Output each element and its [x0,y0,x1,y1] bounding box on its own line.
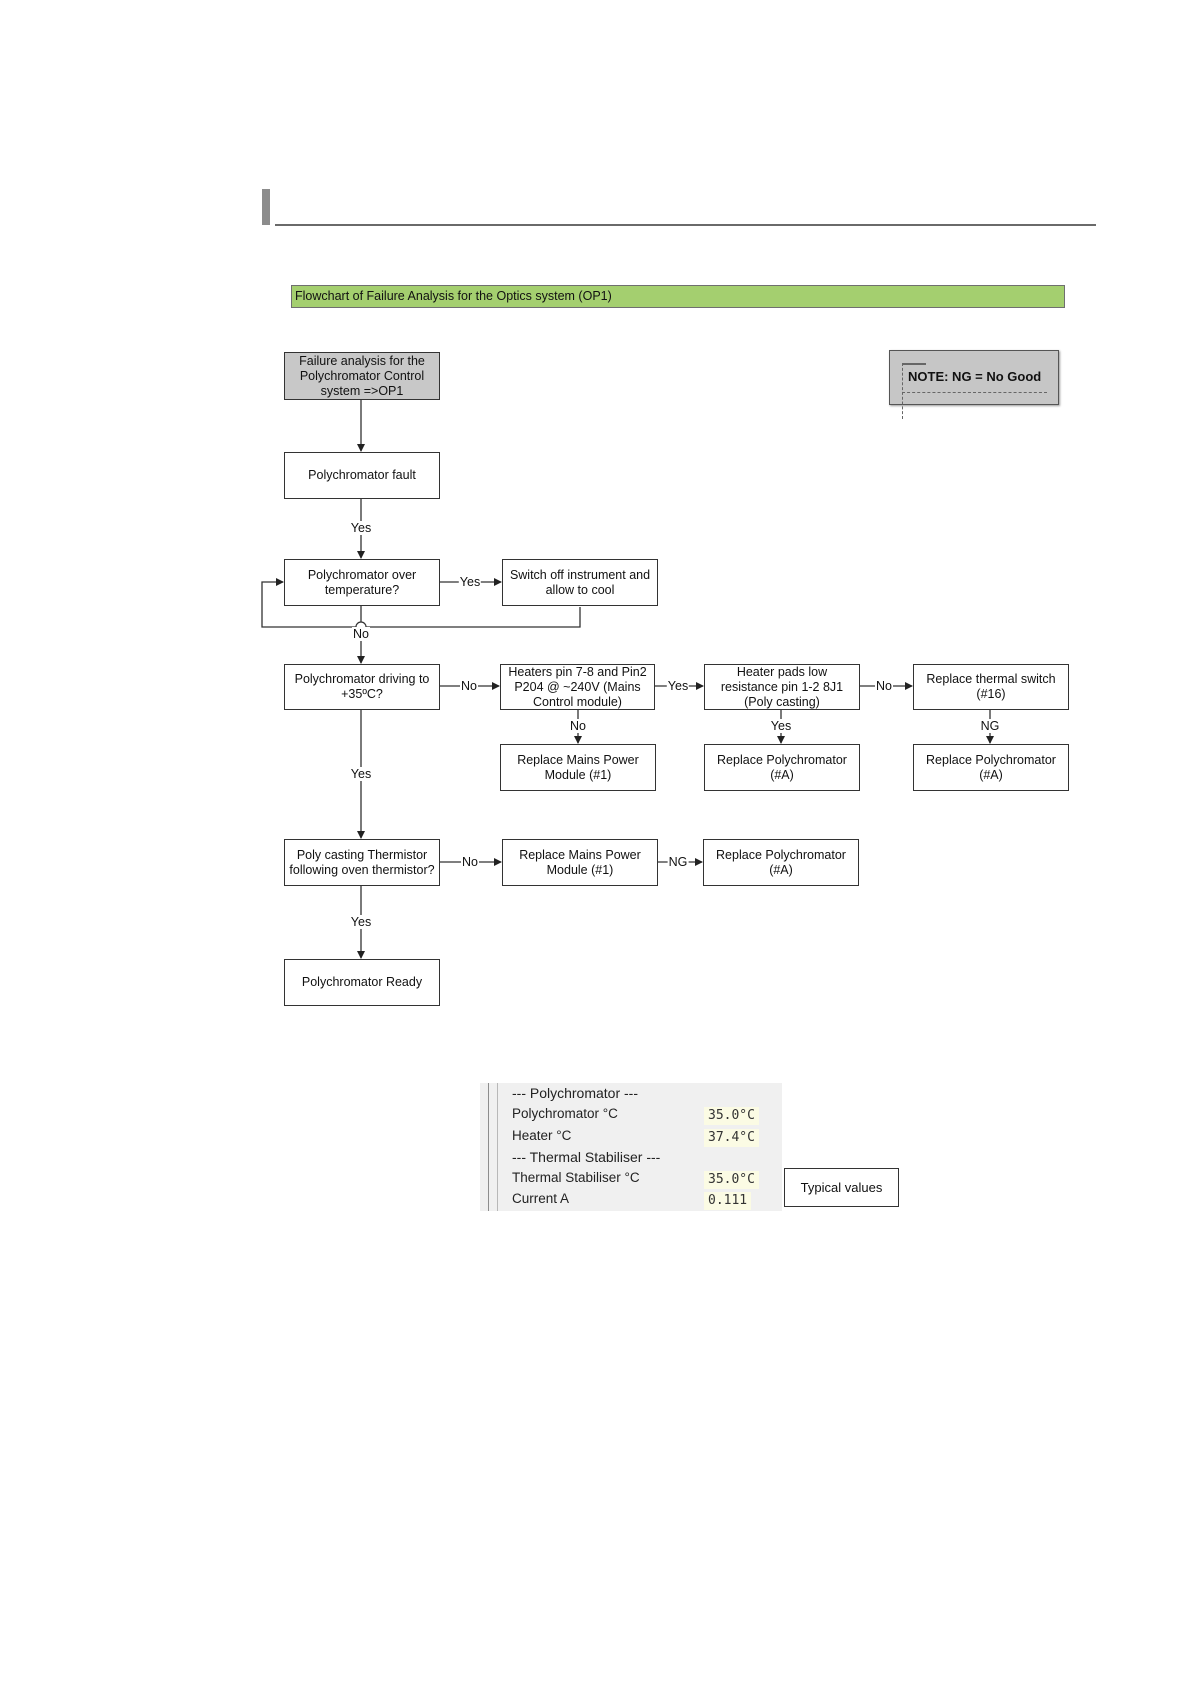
edge-label-thermistor-no: No [461,855,479,869]
header-marker [262,189,270,225]
node-over-temperature: Polychromator over temperature? [284,559,440,606]
edge-label-mains-ng: NG [667,855,689,869]
heater-temp-label: Heater °C [512,1128,572,1143]
typical-values-label: Typical values [784,1168,899,1207]
edge-label-driving-yes: Yes [349,767,373,781]
current-value: 0.111 [704,1192,752,1210]
edge-label-pads-no: No [875,679,893,693]
readout-panel: --- Polychromator --- Polychromator °C 3… [480,1083,782,1211]
node-replace-polychromator-1: Replace Polychromator (#A) [704,744,860,791]
note-dashed-vertical [902,363,905,419]
edge-loop-back [261,578,581,628]
edge-label-heaters-no: No [569,719,587,733]
panel-edge-line-inner [497,1083,498,1211]
node-replace-mains-2: Replace Mains Power Module (#1) [502,839,658,886]
node-switch-off: Switch off instrument and allow to cool [502,559,658,606]
note-dashed-horizontal [902,392,1047,393]
node-polychromator-fault: Polychromator fault [284,452,440,499]
edge-label-pads-yes: Yes [769,719,793,733]
thermal-stabiliser-section-label: --- Thermal Stabiliser --- [512,1149,661,1165]
node-replace-polychromator-3: Replace Polychromator (#A) [703,839,859,886]
flowchart-title: Flowchart of Failure Analysis for the Op… [291,285,1065,308]
edge-label-fault-yes: Yes [349,521,373,535]
node-replace-thermal-switch: Replace thermal switch (#16) [913,664,1069,710]
polychromator-temp-label: Polychromator °C [512,1106,618,1121]
node-replace-mains-1: Replace Mains Power Module (#1) [500,744,656,791]
note-bracket-line [902,363,926,365]
edge-label-heaters-yes: Yes [666,679,690,693]
node-start: Failure analysis for the Polychromator C… [284,352,440,400]
node-replace-polychromator-2: Replace Polychromator (#A) [913,744,1069,791]
node-heater-pads: Heater pads low resistance pin 1-2 8J1 (… [704,664,860,710]
panel-edge-line [488,1083,489,1211]
polychromator-temp-value: 35.0°C [704,1107,759,1125]
note-text: NOTE: NG = No Good [908,369,1042,384]
edge-label-driving-no: No [460,679,478,693]
note-box: NOTE: NG = No Good [889,350,1059,419]
heater-temp-value: 37.4°C [704,1129,759,1147]
node-thermistor-check: Poly casting Thermistor following oven t… [284,839,440,886]
thermal-stabiliser-temp-label: Thermal Stabiliser °C [512,1170,640,1185]
thermal-stabiliser-temp-value: 35.0°C [704,1171,759,1189]
node-driving-35c: Polychromator driving to +35ºC? [284,664,440,710]
edge-label-switch-ng: NG [979,719,1001,733]
current-label: Current A [512,1191,570,1206]
node-polychromator-ready: Polychromator Ready [284,959,440,1006]
edge-label-overtemp-yes: Yes [458,575,482,589]
header-rule [275,224,1096,226]
edge-label-thermistor-yes: Yes [349,915,373,929]
edge-label-overtemp-no: No [352,627,370,641]
node-heaters-check: Heaters pin 7-8 and Pin2 P204 @ ~240V (M… [500,664,655,710]
polychromator-section-label: --- Polychromator --- [512,1085,639,1101]
